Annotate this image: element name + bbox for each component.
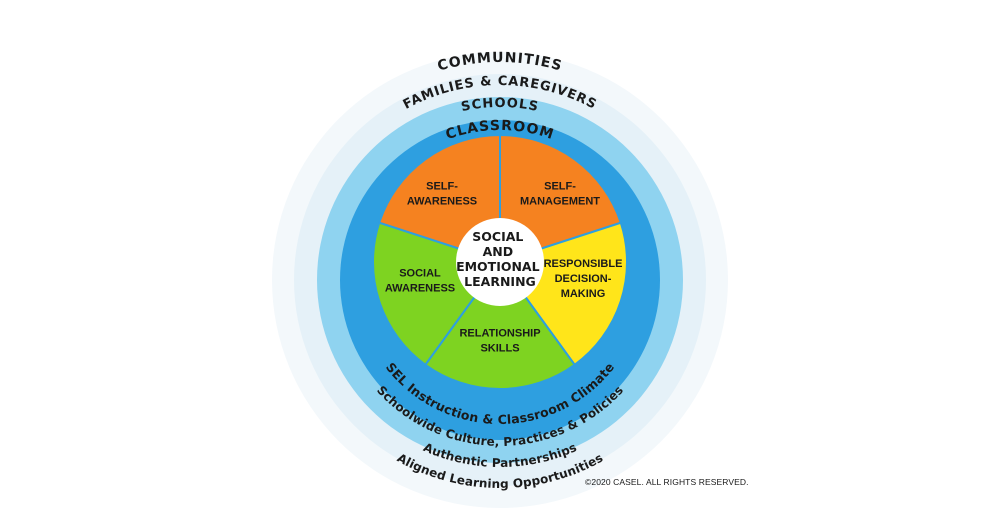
social-awareness-label-line: SOCIAL — [399, 268, 441, 280]
responsible-decision-making-label-line: DECISION- — [555, 273, 612, 285]
social-awareness-label-line: AWARENESS — [385, 283, 455, 295]
self-management-label: SELF- MANAGEMENT — [520, 181, 600, 208]
responsible-decision-making-label-line: RESPONSIBLE — [544, 258, 623, 270]
social-awareness-label: SOCIAL AWARENESS — [385, 268, 455, 295]
relationship-skills-label-line: RELATIONSHIP — [459, 328, 540, 340]
self-awareness-label-line: AWARENESS — [407, 196, 477, 208]
self-awareness-label-line: SELF- — [426, 181, 458, 193]
center-line-4: LEARNING — [464, 274, 536, 289]
center-label: SOCIAL AND EMOTIONAL LEARNING — [456, 229, 544, 289]
self-management-label-line: SELF- — [544, 181, 576, 193]
responsible-decision-making-label: RESPONSIBLE DECISION- MAKING — [544, 258, 623, 300]
self-management-label-line: MANAGEMENT — [520, 196, 600, 208]
copyright-notice: ©2020 CASEL. ALL RIGHTS RESERVED. — [585, 477, 749, 487]
relationship-skills-label-line: SKILLS — [480, 343, 519, 355]
self-awareness-label: SELF- AWARENESS — [407, 181, 477, 208]
relationship-skills-label: RELATIONSHIP SKILLS — [459, 328, 540, 355]
relationship-skills-segment — [423, 260, 577, 390]
center-line-2: AND — [483, 244, 514, 259]
center-line-1: SOCIAL — [472, 229, 523, 244]
center-circle — [456, 218, 544, 306]
center-line-3: EMOTIONAL — [456, 259, 540, 274]
responsible-decision-making-label-line: MAKING — [561, 288, 606, 300]
